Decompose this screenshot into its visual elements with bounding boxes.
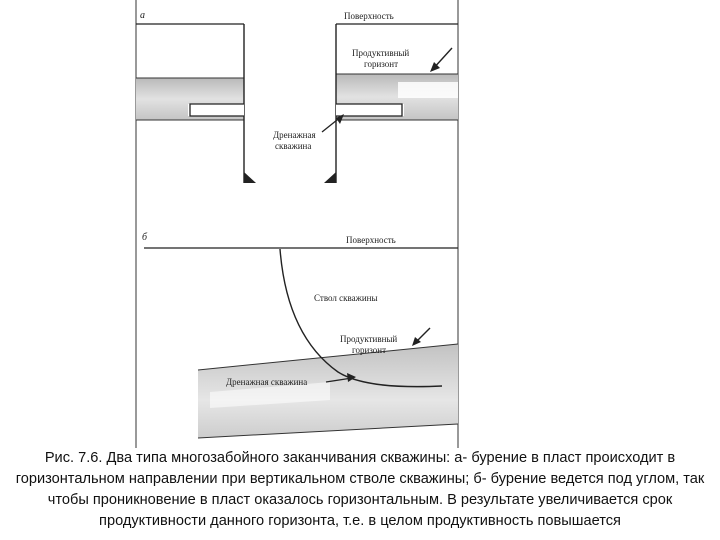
panel-a-letter: а xyxy=(140,10,145,21)
panel-a-productive-arrowhead xyxy=(430,62,440,72)
panel-b-formation-top xyxy=(197,343,459,371)
panel-b-formation-highlight xyxy=(210,382,330,408)
panel-a-drain-right xyxy=(336,104,404,116)
panel-b: б Поверхность Ствол скважины Продуктивны… xyxy=(142,232,459,439)
panel-b-wellbore-curve xyxy=(279,248,443,388)
panel-b-letter: б xyxy=(142,232,148,243)
figure-caption: Рис. 7.6. Два типа многозабойного заканч… xyxy=(15,450,705,529)
panel-b-productive-arrowhead xyxy=(412,337,421,346)
panel-b-productive-label-2: горизонт xyxy=(352,345,386,355)
panel-a-drain-arrowhead xyxy=(336,114,344,124)
well-completion-diagram: а Поверхность Продуктивный горизонт Дрен… xyxy=(135,0,459,448)
panel-a-drain-label-2: скважина xyxy=(275,141,311,151)
panel-b-drain-arrowhead xyxy=(347,373,356,382)
panel-b-productive-label-1: Продуктивный xyxy=(340,334,397,344)
panel-a-shoe-left xyxy=(244,172,256,183)
panel-a-drain-right-outline xyxy=(336,103,403,117)
panel-b-formation-bottom xyxy=(197,423,459,439)
panel-a-drain-left xyxy=(188,104,244,116)
panel-b-surface-label: Поверхность xyxy=(346,235,396,245)
panel-a-formation-highlight xyxy=(398,82,458,98)
panel-a-surface-label: Поверхность xyxy=(344,11,394,21)
panel-b-drain-label: Дренажная скважина xyxy=(226,377,307,387)
panel-a-shoe-right xyxy=(324,172,336,183)
panel-a-productive-label-2: горизонт xyxy=(364,59,398,69)
panel-a-drain-label-1: Дренажная xyxy=(273,130,316,140)
panel-a-drain-left-outline xyxy=(189,103,244,117)
panel-a: а Поверхность Продуктивный горизонт Дрен… xyxy=(136,10,458,183)
panel-a-productive-label-1: Продуктивный xyxy=(352,48,409,58)
panel-b-wellbore-label: Ствол скважины xyxy=(314,293,378,303)
